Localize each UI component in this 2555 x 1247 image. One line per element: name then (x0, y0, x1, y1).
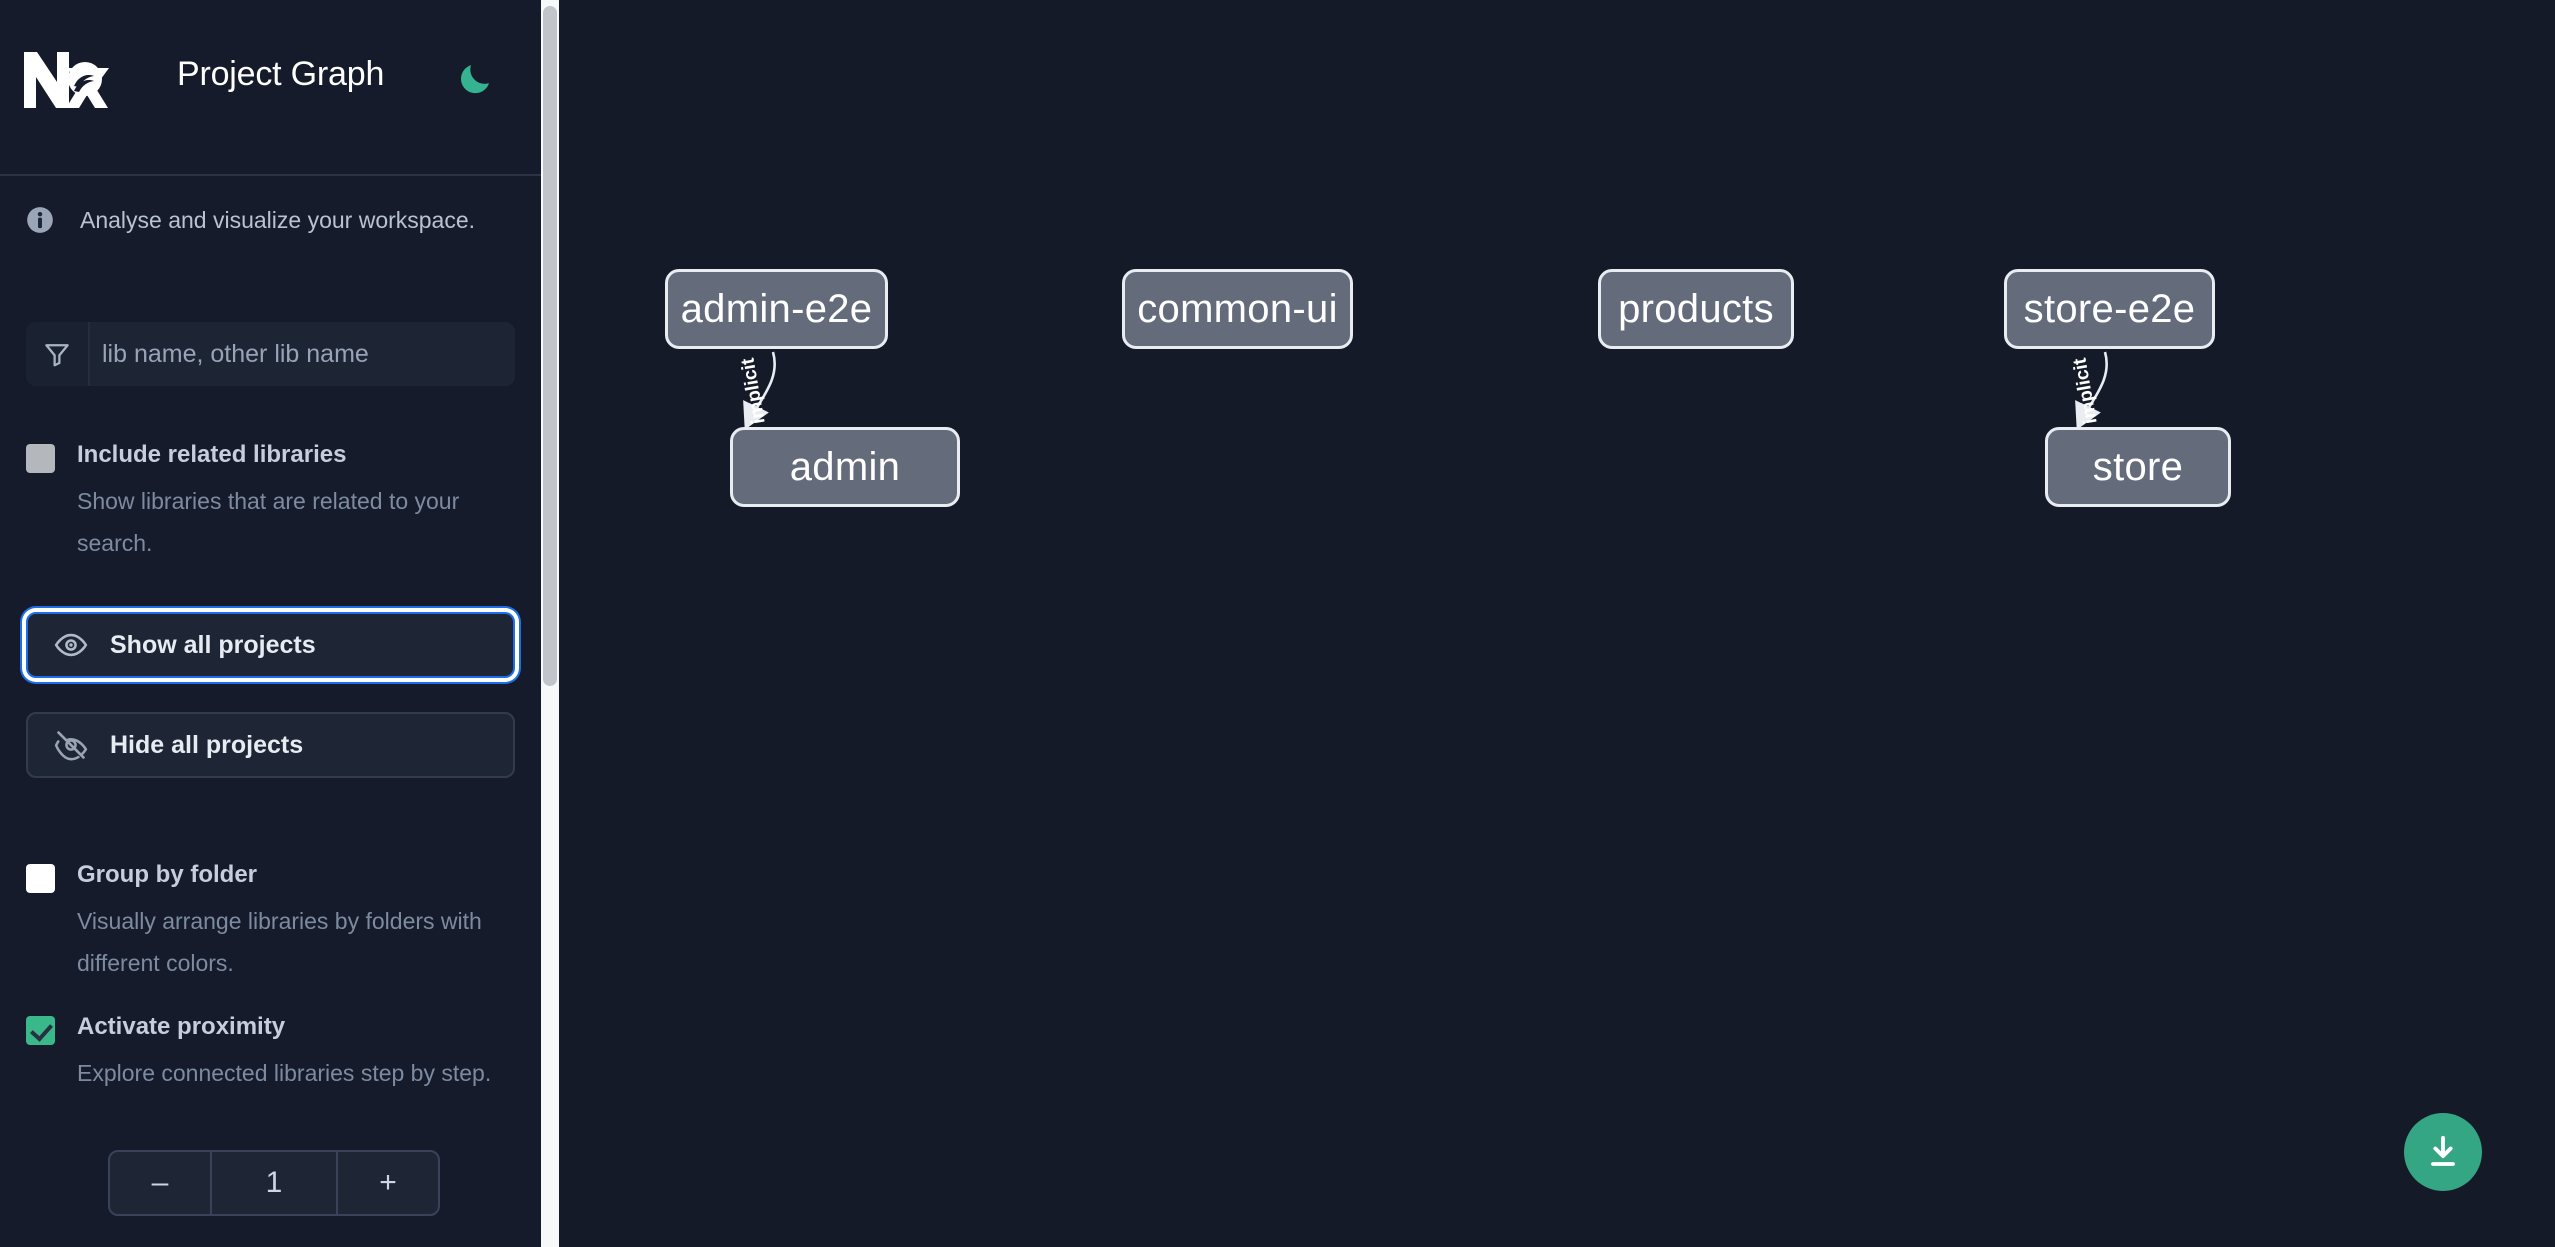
option-description: Show libraries that are related to your … (77, 488, 460, 556)
proximity-stepper: – 1 + (108, 1150, 440, 1216)
checkbox-include-related-libraries[interactable] (26, 444, 55, 473)
graph-node-store[interactable]: store (2045, 427, 2231, 507)
workspace-info-text: Analyse and visualize your workspace. (80, 206, 476, 233)
graph-node-admin-e2e[interactable]: admin-e2e (665, 269, 888, 349)
option-activate-proximity: Activate proximity Explore connected lib… (0, 1012, 541, 1094)
hide-all-projects-label: Hide all projects (110, 730, 304, 759)
option-description: Explore connected libraries step by step… (77, 1060, 492, 1086)
edge-admin-e2e-to-admin (743, 351, 776, 430)
graph-node-admin[interactable]: admin (730, 427, 960, 507)
sidebar-header: Project Graph (0, 0, 541, 176)
graph-node-products[interactable]: products (1598, 269, 1794, 349)
search-field[interactable] (26, 322, 515, 386)
graph-edges: implicit implicit (737, 351, 2108, 430)
proximity-value: 1 (265, 1166, 283, 1199)
sidebar-scrollbar-thumb[interactable] (543, 6, 557, 686)
proximity-increment-button[interactable]: + (336, 1152, 438, 1214)
edge-label-implicit: implicit (2069, 356, 2101, 426)
show-all-projects-button[interactable]: Show all projects (26, 612, 515, 678)
option-description: Visually arrange libraries by folders wi… (77, 908, 482, 976)
option-group-by-folder: Group by folder Visually arrange librari… (0, 860, 541, 984)
workspace-info: Analyse and visualize your workspace. (0, 190, 541, 250)
graph-node-store-e2e[interactable]: store-e2e (2004, 269, 2215, 349)
option-include-related-libraries: Include related libraries Show libraries… (0, 440, 541, 564)
eye-slash-icon (54, 731, 88, 761)
download-image-button[interactable] (2404, 1113, 2482, 1191)
page-title: Project Graph (177, 55, 385, 93)
sidebar: Project Graph Analyse and visualize your… (0, 0, 541, 1247)
info-circle-icon (27, 207, 53, 233)
checkbox-group-by-folder[interactable] (26, 864, 55, 893)
moon-icon[interactable] (455, 58, 495, 98)
search-input[interactable] (90, 322, 515, 386)
filter-funnel-icon (26, 322, 90, 386)
graph-canvas[interactable]: implicit implicit admin-e2e common-ui pr… (559, 0, 2555, 1247)
checkbox-activate-proximity[interactable] (26, 1016, 55, 1045)
nx-logo (24, 52, 109, 108)
edge-label-implicit: implicit (737, 356, 769, 426)
edge-store-e2e-to-store (2075, 351, 2108, 430)
graph-node-common-ui[interactable]: common-ui (1122, 269, 1353, 349)
option-label: Group by folder (77, 861, 257, 888)
eye-icon (54, 633, 88, 657)
option-label: Activate proximity (77, 1013, 286, 1040)
option-label: Include related libraries (77, 441, 347, 468)
hide-all-projects-button[interactable]: Hide all projects (26, 712, 515, 778)
proximity-decrement-button[interactable]: – (110, 1152, 212, 1214)
download-icon (2431, 1135, 2455, 1166)
show-all-projects-label: Show all projects (110, 630, 316, 659)
